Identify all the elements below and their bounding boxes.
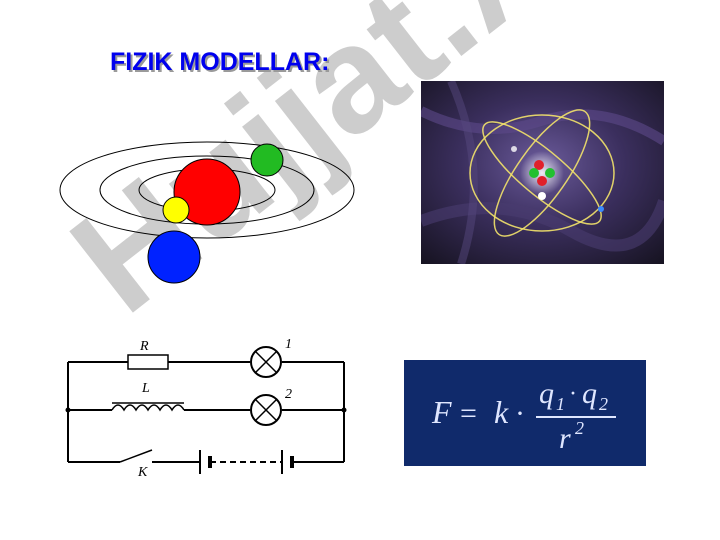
formula-q2-sub: 2 [599, 394, 608, 414]
nucleus-red-2 [537, 176, 547, 186]
slide-title: FIZIK MODELLAR: [110, 48, 330, 76]
orbit-outer [59, 141, 355, 239]
electron-orbit-3 [482, 121, 602, 225]
nucleus-green-1 [529, 168, 539, 178]
electron-1 [538, 192, 546, 200]
electron-2 [511, 146, 517, 152]
formula-k: k [494, 394, 509, 430]
formula-dot-1: · [515, 397, 525, 430]
formula-equals: = [460, 397, 477, 430]
formula-q1: q [539, 377, 554, 410]
nucleus-green-2 [545, 168, 555, 178]
formula-dot-2: · [569, 381, 577, 407]
atom-image [421, 81, 664, 264]
planetary-model [59, 141, 355, 284]
formula-r-exp: 2 [575, 418, 584, 438]
planet-green [250, 143, 284, 177]
nucleus-red-1 [534, 160, 544, 170]
lamp-1-label: 1 [285, 337, 292, 352]
electron-orbit-2 [493, 109, 591, 237]
formula-q2: q [582, 377, 597, 410]
inductor-label: L [141, 381, 150, 396]
electron-orbit-1 [469, 114, 615, 232]
switch-label: K [137, 465, 148, 480]
resistor [127, 354, 169, 370]
planet-red [173, 158, 241, 226]
planet-blue [147, 230, 201, 284]
lamp-2-label: 2 [285, 387, 292, 402]
formula-box: F = k · q 1 · q 2 r 2 [404, 360, 646, 466]
electron-3 [598, 206, 604, 212]
inductor [111, 404, 185, 412]
switch-lever [119, 449, 153, 463]
planet-yellow [162, 196, 190, 224]
coulomb-formula: F = k · q 1 · q 2 r 2 [431, 377, 616, 455]
formula-q1-sub: 1 [556, 394, 565, 414]
circuit-diagram: R L K 1 2 [65, 337, 347, 480]
formula-F: F [431, 394, 452, 430]
formula-r: r [559, 422, 571, 455]
resistor-label: R [139, 339, 149, 354]
